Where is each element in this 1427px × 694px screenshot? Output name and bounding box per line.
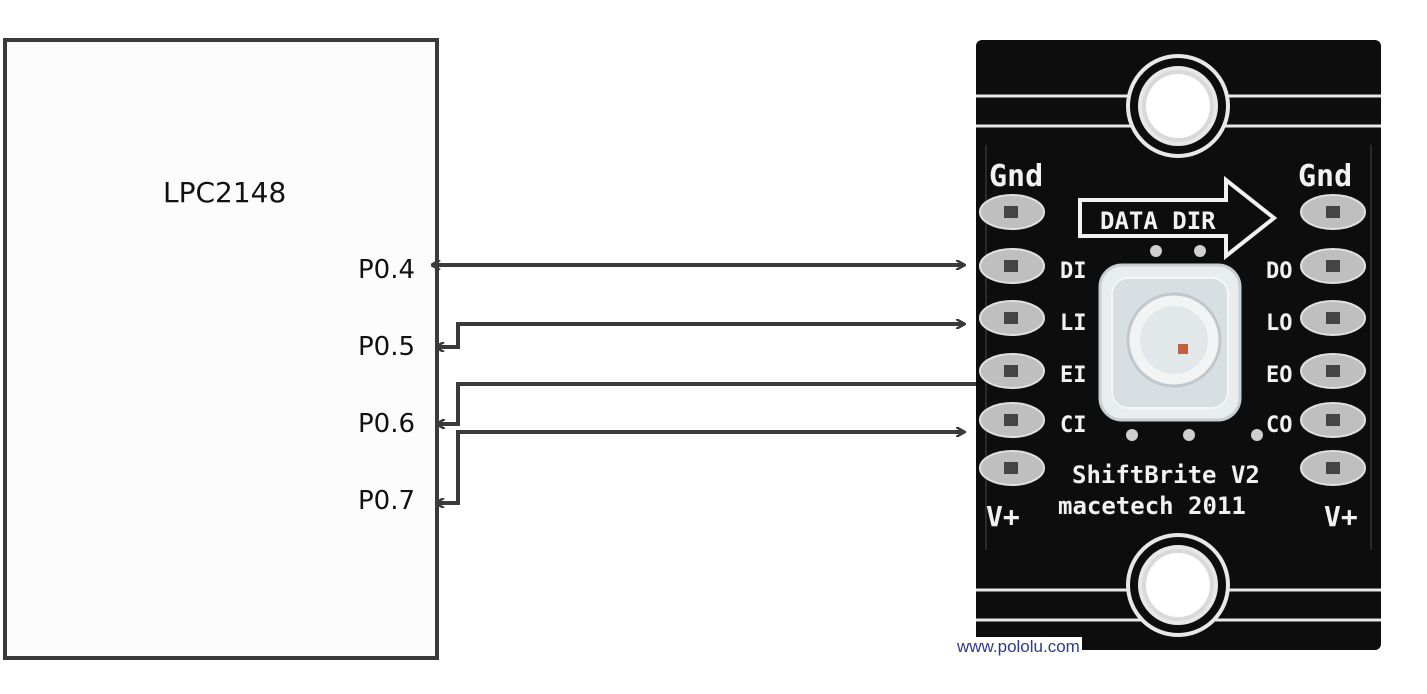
mounting-hole-bottom-icon [976,533,1381,637]
maker-label: macetech 2011 [1058,492,1246,520]
pin-li-label: LI [1060,311,1087,336]
pin-do-label: DO [1266,259,1293,284]
pin-label-p0-6: P0.6 [358,409,416,439]
vplus-left-label: V+ [986,500,1020,533]
pin-label-p0-5: P0.5 [358,332,416,362]
pin-label-p0-4: P0.4 [358,255,416,285]
wire-p0-5-li [437,324,964,347]
mounting-hole-top-icon [976,54,1381,158]
wire-p0-6-ei [437,382,978,424]
right-pin-pads [1300,194,1366,486]
mcu-title: LPC2148 [163,176,287,209]
pin-lo-label: LO [1266,311,1293,336]
pin-ei-label: EI [1060,363,1087,388]
pin-di-label: DI [1060,259,1087,284]
pin-co-label: CO [1266,413,1293,438]
shiftbrite-board: Gnd Gnd DATA DIR [976,40,1381,650]
data-direction-arrow-icon [1078,175,1278,261]
gnd-right-label: Gnd [1298,159,1352,194]
vplus-right-label: V+ [1324,500,1358,533]
gnd-left-label: Gnd [989,159,1043,194]
pin-ci-label: CI [1060,413,1087,438]
data-dir-label: DATA DIR [1100,207,1216,235]
product-name-label: ShiftBrite V2 [1072,461,1260,489]
pin-eo-label: EO [1266,363,1293,388]
rgb-led-icon [1098,245,1263,441]
left-pin-pads [979,194,1045,486]
mcu-block [3,38,439,660]
pin-label-p0-7: P0.7 [358,486,416,516]
wire-p0-7-ci [437,432,964,503]
source-credit: www.pololu.com [955,637,1082,657]
